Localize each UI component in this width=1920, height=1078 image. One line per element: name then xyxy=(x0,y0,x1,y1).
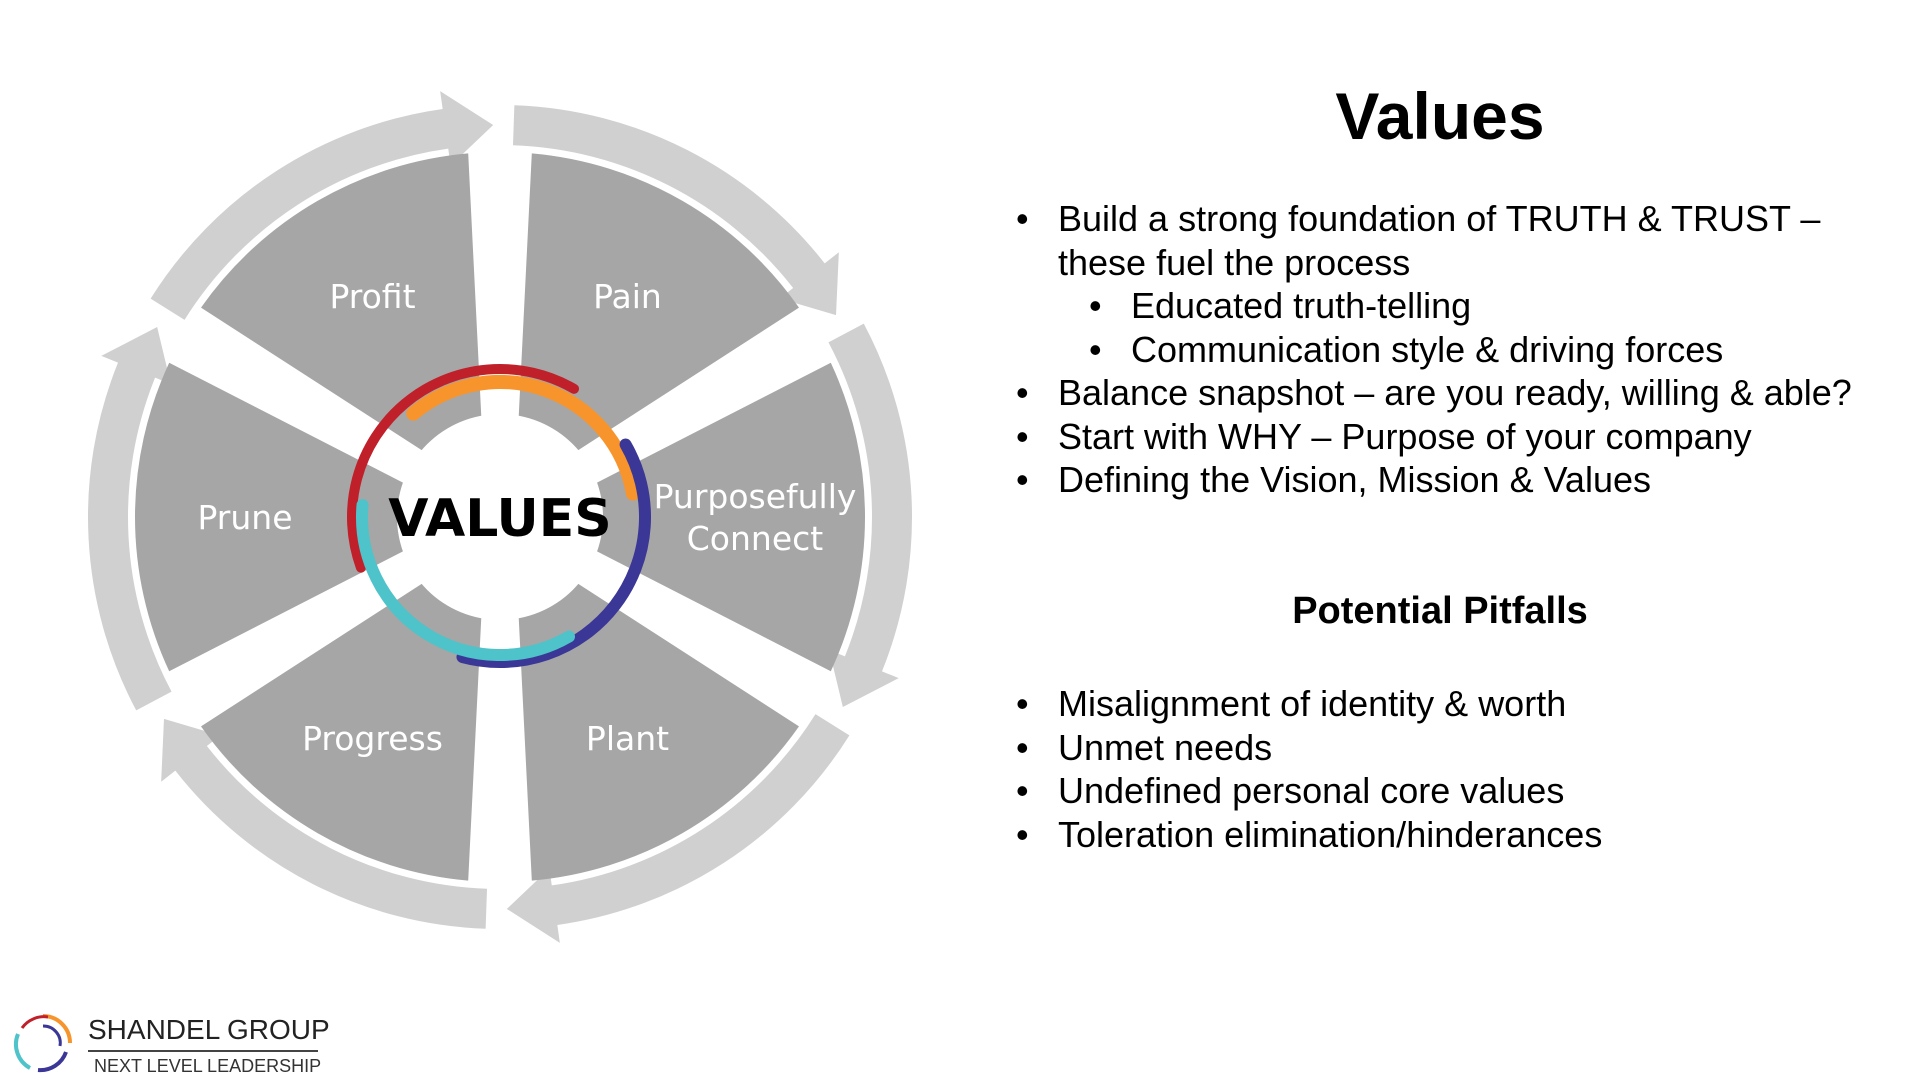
cycle-segment xyxy=(530,362,866,672)
center-label: VALUES xyxy=(388,489,611,549)
bullet-text: Balance snapshot – are you ready, willin… xyxy=(1058,372,1852,413)
brand-logo: SHANDEL GROUP NEXT LEVEL LEADERSHIP xyxy=(8,1008,338,1076)
pitfall-text: Undefined personal core values xyxy=(1058,770,1565,811)
sub-bullet-list: Educated truth-telling Communication sty… xyxy=(1058,284,1858,371)
swirl-arc xyxy=(406,375,640,501)
brand-name: SHANDEL GROUP xyxy=(88,1014,330,1045)
bullet-item: Build a strong foundation of TRUTH & TRU… xyxy=(1016,197,1858,371)
sub-bullet-text: Communication style & driving forces xyxy=(1131,328,1724,370)
brand-swirl-icon xyxy=(13,1014,72,1073)
sub-bullet-text: Educated truth-telling xyxy=(1131,285,1472,326)
page-title: Values xyxy=(1335,79,1545,153)
cycle-segment xyxy=(135,362,470,672)
pitfall-item: Toleration elimination/hinderances xyxy=(1016,813,1858,857)
segment-label: Plant xyxy=(586,719,669,758)
pitfall-text: Toleration elimination/hinderances xyxy=(1058,813,1603,855)
swirl-arc xyxy=(356,498,575,661)
segment-label: Pain xyxy=(593,277,662,316)
pitfall-item: Misalignment of identity & worth xyxy=(1016,682,1858,726)
sub-bullet-item: Communication style & driving forces xyxy=(1089,328,1858,372)
cycle-arrow-icon xyxy=(506,714,850,943)
bullet-item: Balance snapshot – are you ready, willin… xyxy=(1016,371,1858,415)
center-circle xyxy=(397,414,603,620)
pitfall-item: Undefined personal core values xyxy=(1016,769,1858,813)
swirl-arc xyxy=(456,438,651,668)
brand-divider xyxy=(88,1050,318,1052)
cycle-arrow-icon xyxy=(828,323,912,708)
segment-label: Profit xyxy=(329,277,415,316)
segment-label: Purposefully xyxy=(654,477,857,516)
pitfall-item: Unmet needs xyxy=(1016,726,1858,770)
bullet-text: Defining the Vision, Mission & Values xyxy=(1058,459,1651,500)
sub-bullet-item: Educated truth-telling xyxy=(1089,284,1858,328)
bullet-text: Start with WHY – Purpose of your company xyxy=(1058,415,1752,457)
pitfalls-bullet-list: Misalignment of identity & worth Unmet n… xyxy=(1016,682,1858,857)
cycle-arrow-icon xyxy=(512,105,839,316)
swirl-arc xyxy=(347,364,579,573)
pitfall-text: Unmet needs xyxy=(1058,726,1273,768)
pitfalls-heading: Potential Pitfalls xyxy=(1292,590,1588,632)
bullet-item: Defining the Vision, Mission & Values xyxy=(1016,458,1858,502)
segment-label: Prune xyxy=(197,498,292,537)
values-swirl-icon xyxy=(347,364,651,668)
cycle-arrow-icon xyxy=(87,326,172,711)
pitfall-text: Misalignment of identity & worth xyxy=(1058,683,1567,724)
segment-label: Connect xyxy=(687,519,824,558)
cycle-arrows xyxy=(87,91,912,943)
cycle-arrow-icon xyxy=(150,91,494,320)
brand-tagline: NEXT LEVEL LEADERSHIP xyxy=(94,1056,322,1076)
bullet-item: Start with WHY – Purpose of your company xyxy=(1016,415,1858,459)
values-bullet-list: Build a strong foundation of TRUTH & TRU… xyxy=(1016,197,1858,502)
bullet-text: Build a strong foundation of TRUTH & TRU… xyxy=(1058,198,1821,283)
cycle-arrow-icon xyxy=(161,718,488,929)
segment-label: Progress xyxy=(302,719,443,758)
